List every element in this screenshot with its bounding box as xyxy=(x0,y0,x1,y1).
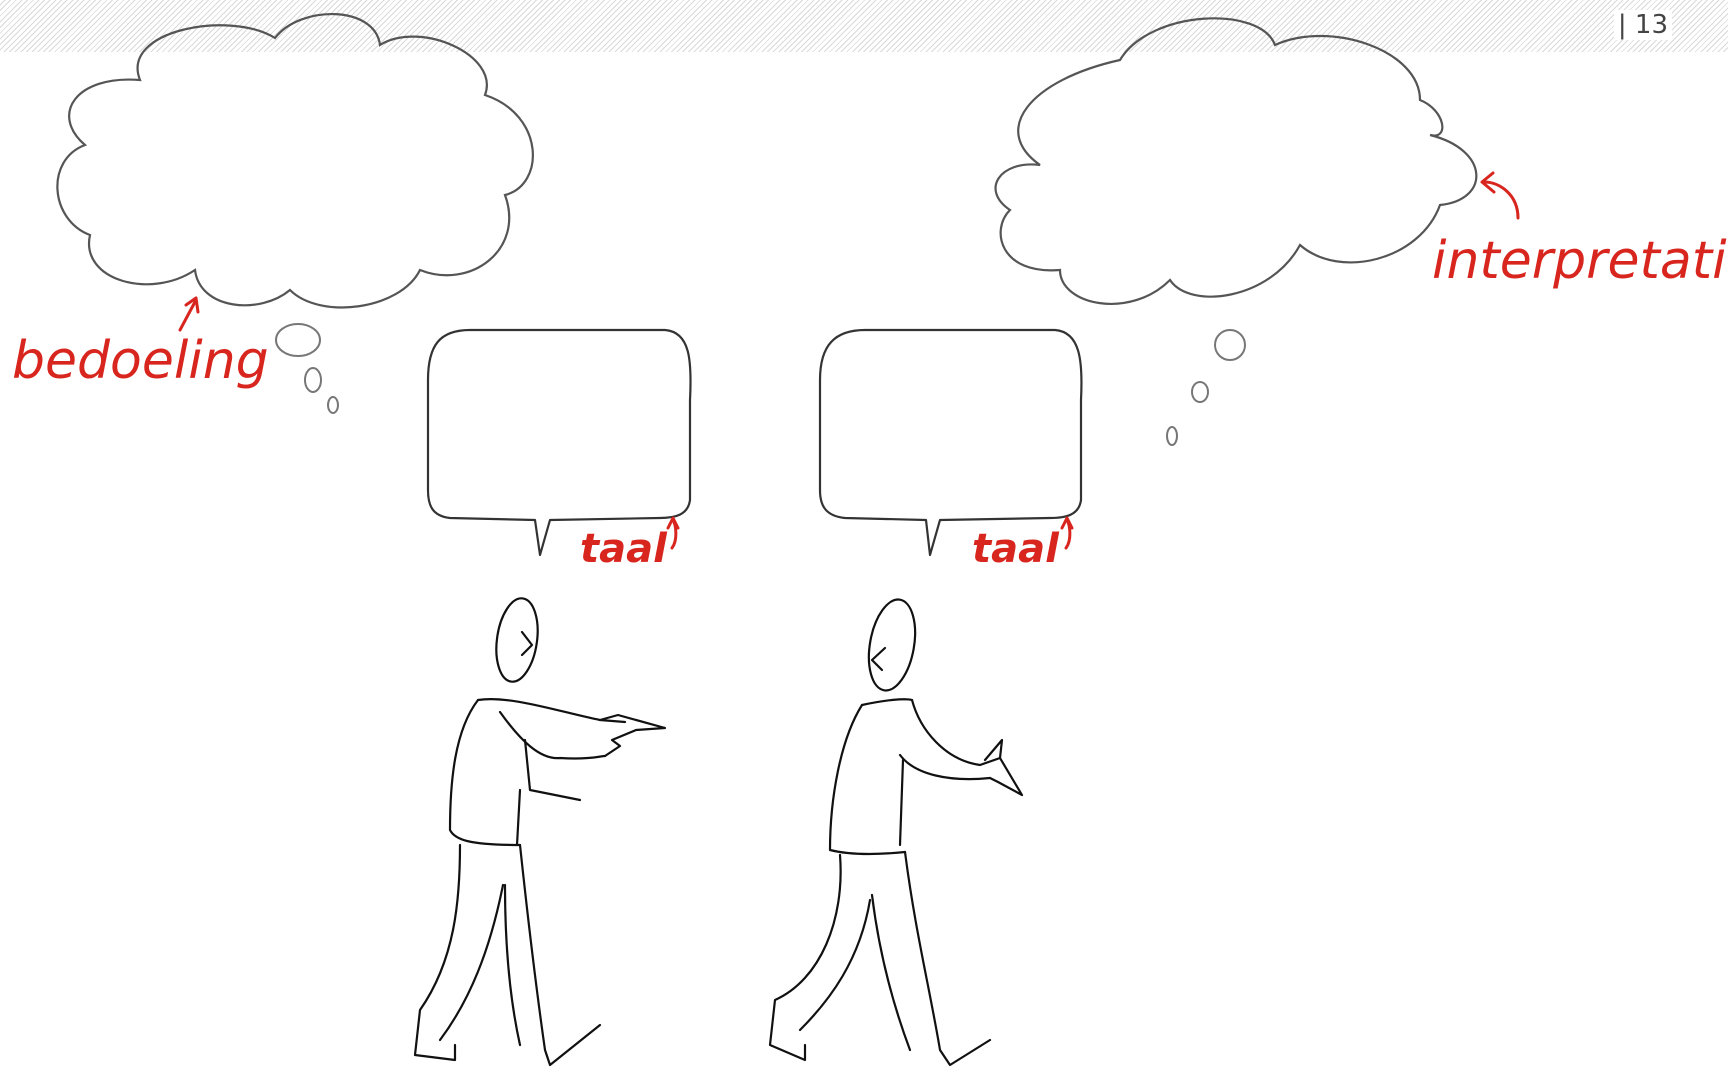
label-taal-left: taal xyxy=(580,526,668,572)
thought-bubble-left-3 xyxy=(328,397,338,413)
thought-cloud-left xyxy=(57,14,532,307)
label-bedoeling: bedoeling xyxy=(12,331,269,391)
thought-bubble-right-3 xyxy=(1167,427,1177,445)
thought-bubble-right-2 xyxy=(1192,382,1208,402)
label-interpretatie: interpretatie xyxy=(1432,231,1728,291)
arrow-taal-left xyxy=(668,518,678,548)
person-right-listener xyxy=(770,596,1022,1065)
thought-bubble-right-1 xyxy=(1215,330,1245,360)
thought-bubble-left-1 xyxy=(276,324,320,356)
thought-cloud-right xyxy=(996,18,1477,304)
arrow-to-right-cloud xyxy=(1482,173,1518,218)
speech-bubble-left xyxy=(428,330,691,555)
person-left-speaker xyxy=(415,596,665,1065)
arrow-to-left-cloud xyxy=(180,298,198,330)
label-taal-right: taal xyxy=(972,526,1060,572)
arrow-taal-right xyxy=(1062,518,1072,548)
speech-bubble-right xyxy=(820,330,1082,555)
thought-bubble-left-2 xyxy=(305,368,321,392)
